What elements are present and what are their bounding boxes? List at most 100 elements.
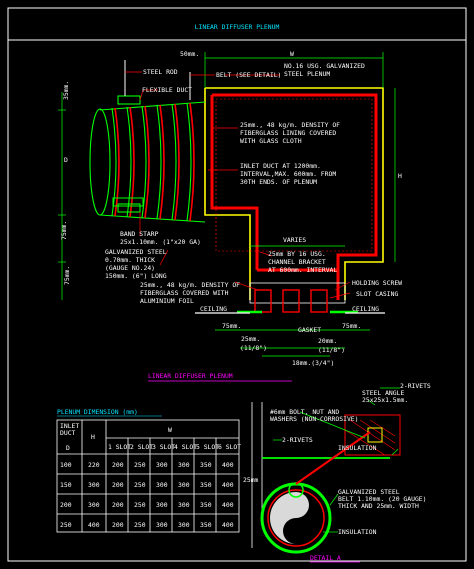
label-band: BAND STARP 25x1.10mm. (1"x20 GA)	[120, 230, 201, 246]
label-steel-rod: STEEL ROD	[143, 68, 178, 76]
cell-d: 150	[60, 481, 72, 489]
label-ceiling-left: CEILING	[200, 305, 227, 313]
header-slot-2: 2 SLOT	[130, 443, 153, 451]
slot-headers: 1 SLOT 2 SLOT 3 SLOT 4 SLOT 5 SLOT 6 SLO…	[108, 443, 241, 451]
cell-w-slot-1: 200	[112, 481, 124, 489]
flexible-duct	[89, 95, 206, 223]
cell-w-slot-3: 300	[156, 481, 168, 489]
sheet-title: LINEAR DIFFUSER PLENUM	[195, 23, 280, 31]
header-w: W	[168, 426, 172, 434]
dim-bottom-25: 25mm.	[241, 335, 260, 343]
detail-insulation-bot: INSULATION	[338, 528, 377, 536]
cell-w-slot-5: 350	[200, 501, 212, 509]
cell-d: 200	[60, 501, 72, 509]
cell-h: 300	[88, 481, 100, 489]
cell-w-slot-4: 300	[178, 481, 190, 489]
label-fiber2: 25mm., 48 kg/m. DENSITY OF FIBERGLASS CO…	[140, 281, 244, 305]
cell-w-slot-3: 300	[156, 461, 168, 469]
detail-wall	[251, 402, 263, 548]
detail-caption: DETAIL A	[310, 554, 341, 562]
cell-w-slot-6: 400	[222, 521, 234, 529]
sheet-frame	[7, 7, 467, 562]
header-slot-1: 1 SLOT	[108, 443, 131, 451]
cell-w-slot-2: 250	[134, 501, 146, 509]
cell-w-slot-5: 350	[200, 481, 212, 489]
dim-bottom-20-in: (11/8")	[318, 346, 345, 354]
slot-diffuser	[237, 282, 358, 314]
header-slot-3: 3 SLOT	[152, 443, 175, 451]
label-galv2: GALVANIZED STEEL 0.70mm. THICK (GAUGE NO…	[105, 248, 170, 280]
section-caption: LINEAR DIFFUSER PLENUM	[148, 372, 233, 380]
dim-bottom-75a: 75mm.	[222, 322, 241, 330]
dim-top-50: 50mm.	[180, 50, 199, 58]
header-d: D	[66, 444, 70, 452]
label-channel: 25mm BY 16 USG. CHANNEL BRACKET AT 600mm…	[268, 250, 337, 274]
cell-w-slot-1: 200	[112, 501, 124, 509]
detail-steel-angle: STEEL ANGLE 25x25x1.5mm.	[362, 389, 408, 404]
band-strap	[112, 197, 144, 207]
dimension-lines	[58, 52, 396, 357]
header-slot-4: 4 SLOT	[174, 443, 197, 451]
header-inlet: INLET DUCT	[60, 422, 83, 437]
cell-w-slot-6: 400	[222, 461, 234, 469]
dim-h: H	[398, 172, 402, 180]
detail-angle-hatch	[344, 419, 396, 456]
label-gasket: GASKET	[298, 326, 321, 334]
cell-w-slot-6: 400	[222, 481, 234, 489]
dim-w: W	[290, 50, 294, 58]
cell-w-slot-5: 350	[200, 461, 212, 469]
table-body: 100 220 200 250 300 300 350 400 150 300 200 250 300 3…	[60, 461, 234, 529]
detail-yin	[270, 492, 309, 544]
cell-d: 250	[60, 521, 72, 529]
detail-belt-label: GALVANIZED STEEL BELT 1.10mm. (20 GAUGE)…	[338, 488, 430, 510]
detail-circle-inner	[267, 489, 325, 547]
fiberglass-lining	[210, 93, 378, 300]
detail-bolt-label: #6mm BOLT, NUT AND WASHERS (NON-CORROSIV…	[270, 408, 359, 423]
detail-leader-red	[295, 431, 371, 485]
dim-left-35: 35mm.	[62, 81, 70, 100]
detail-rivets-mid: 2-RIVETS	[282, 436, 313, 444]
cell-w-slot-1: 200	[112, 461, 124, 469]
dim-left-75b: 75mm.	[63, 266, 71, 285]
cell-w-slot-4: 300	[178, 521, 190, 529]
dim-bottom-20: 20mm.	[318, 337, 337, 345]
plenum-section: 50mm. W H D 35mm. 75mm. 75mm. VARIES 75m…	[58, 50, 402, 382]
dim-bottom-25-in: (11/8")	[240, 344, 267, 352]
cell-h: 400	[88, 521, 100, 529]
cell-w-slot-5: 350	[200, 521, 212, 529]
lining-inner-outline	[215, 98, 373, 252]
cell-h: 300	[88, 501, 100, 509]
dim-bottom-75b: 75mm.	[342, 322, 361, 330]
label-slot: SLOT CASING	[356, 290, 398, 298]
table-caption: PLENUM DIMENSION (mm)	[57, 408, 138, 416]
label-flexible-duct: FLEXIBLE DUCT	[142, 86, 192, 94]
table-grid	[56, 419, 240, 533]
dim-left-75a: 75mm.	[60, 221, 68, 240]
header-slot-5: 5 SLOT	[196, 443, 219, 451]
dim-varies: VARIES	[283, 236, 306, 244]
dim-d: D	[64, 156, 68, 164]
cell-w-slot-6: 400	[222, 501, 234, 509]
detail-a: 2-RIVETS STEEL ANGLE 25x25x1.5mm. #6mm B…	[243, 382, 431, 563]
header-h: H	[91, 433, 95, 441]
cell-w-slot-3: 300	[156, 501, 168, 509]
detail-leaders	[273, 387, 400, 533]
cell-w-slot-2: 250	[134, 481, 146, 489]
cell-w-slot-2: 250	[134, 521, 146, 529]
detail-insulation-top: INSULATION	[338, 444, 377, 452]
detail-bolt	[367, 427, 383, 443]
label-galv: NO.16 USG. GALVANIZED STEEL PLENUM	[284, 62, 369, 78]
cell-h: 220	[88, 461, 100, 469]
cell-d: 100	[60, 461, 72, 469]
callout-leaders	[125, 71, 351, 299]
detail-rivets-top: 2-RIVETS	[400, 382, 431, 390]
dim-bottom-18: 18mm.(3/4")	[292, 359, 334, 367]
cell-w-slot-1: 200	[112, 521, 124, 529]
detail-angle	[344, 414, 401, 456]
plenum-dimension-table: PLENUM DIMENSION (mm) INLET DUCT D H W 1…	[56, 408, 241, 533]
label-lining: 25mm., 48 kg/m. DENSITY OF FIBERGLASS LI…	[240, 121, 344, 145]
label-inlet: INLET DUCT AT 1200mm. INTERVAL,MAX. 600m…	[240, 162, 340, 186]
cell-w-slot-3: 300	[156, 521, 168, 529]
cell-w-slot-2: 250	[134, 461, 146, 469]
